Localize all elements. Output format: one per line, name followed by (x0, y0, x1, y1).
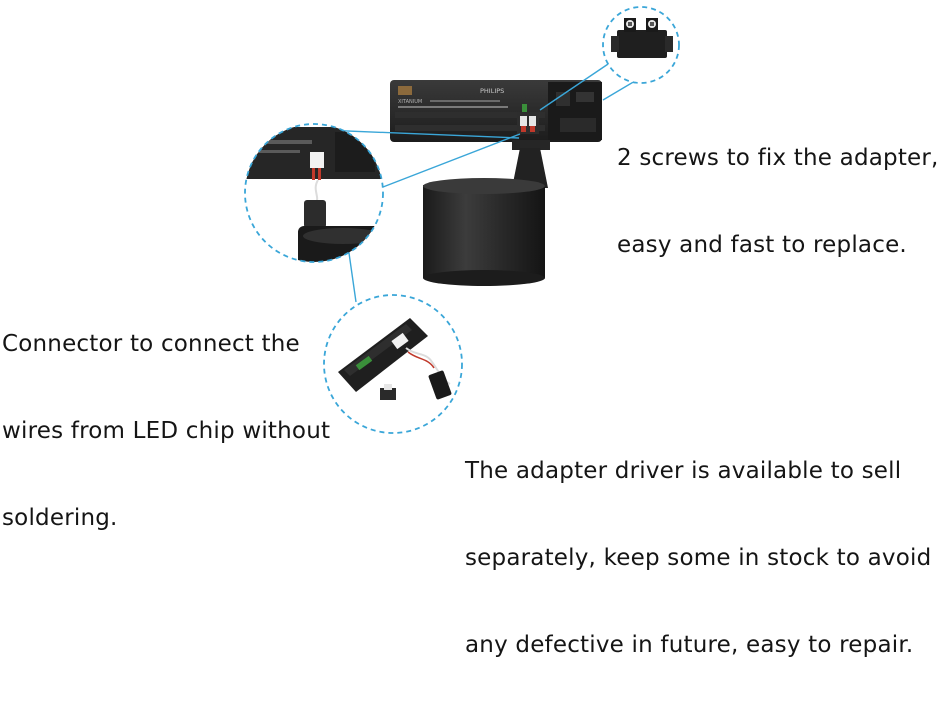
caption-driver: The adapter driver is available to sell … (465, 399, 931, 718)
cylinder-head (423, 178, 545, 286)
caption-driver-line-2: separately, keep some in stock to avoid (465, 545, 932, 571)
fixture-bracket (512, 140, 550, 188)
track-adapter-box: PHILIPS XITANIUM (390, 80, 602, 142)
caption-screws-line-2: easy and fast to replace. (617, 232, 907, 258)
product-illustration: PHILIPS XITANIUM (2, 6, 937, 658)
detail-circle-driver (323, 294, 463, 434)
caption-driver-line-3: any defective in future, easy to repair. (465, 632, 914, 658)
caption-connector: Connector to connect the wires from LED … (2, 272, 330, 591)
caption-screws: 2 screws to fix the adapter, easy and fa… (617, 86, 937, 318)
caption-connector-line-1: Connector to connect the (2, 331, 300, 357)
detail-circle-connector (244, 123, 384, 263)
series-label: XITANIUM (398, 99, 422, 105)
detail-circle-screws (602, 6, 680, 84)
brand-label: PHILIPS (480, 87, 504, 95)
caption-connector-line-3: soldering. (2, 505, 118, 531)
caption-screws-line-1: 2 screws to fix the adapter, (617, 145, 937, 171)
caption-connector-line-2: wires from LED chip without (2, 418, 331, 444)
illustration-canvas: PHILIPS XITANIUM (244, 6, 680, 434)
track-light-fixture: PHILIPS XITANIUM (390, 80, 602, 286)
caption-driver-line-1: The adapter driver is available to sell (465, 458, 902, 484)
